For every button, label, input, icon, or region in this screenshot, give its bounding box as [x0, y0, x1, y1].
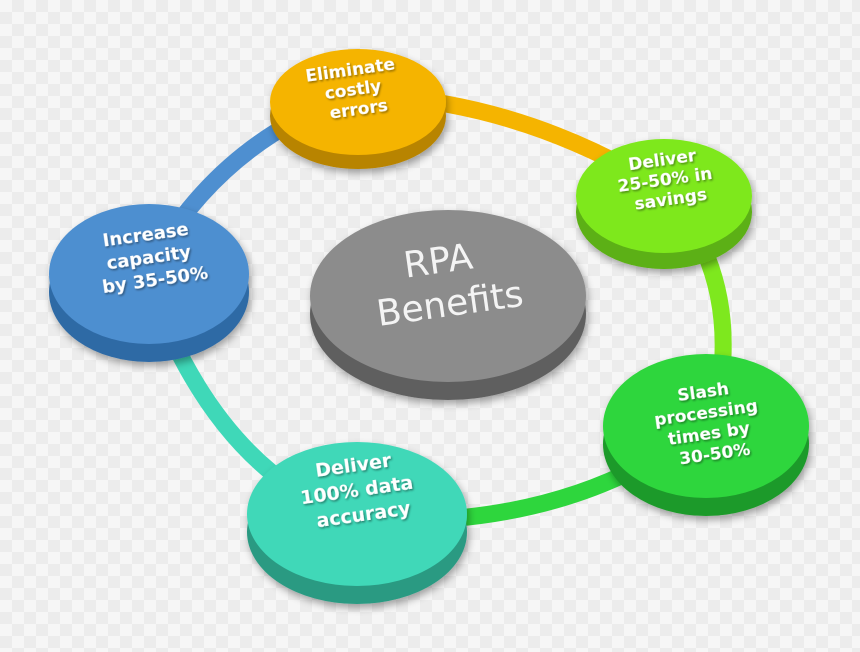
node-slash-processing: Slash processing times by 30-50%: [603, 354, 809, 516]
node-increase-capacity: Increase capacity by 35-50%: [49, 204, 249, 362]
center-disc: RPA Benefits: [310, 210, 586, 400]
node-slash-processing-label: Slash processing times by 30-50%: [650, 375, 771, 473]
center-label-line-1: RPA: [401, 236, 475, 286]
node-eliminate-errors: Eliminate costly errors: [270, 49, 446, 169]
node-data-accuracy: Deliver 100% data accuracy: [247, 442, 467, 604]
center-label: RPA Benefits: [368, 230, 526, 335]
node-deliver-savings: Deliver 25-50% in savings: [576, 139, 752, 269]
center-disc-face: [310, 210, 586, 382]
